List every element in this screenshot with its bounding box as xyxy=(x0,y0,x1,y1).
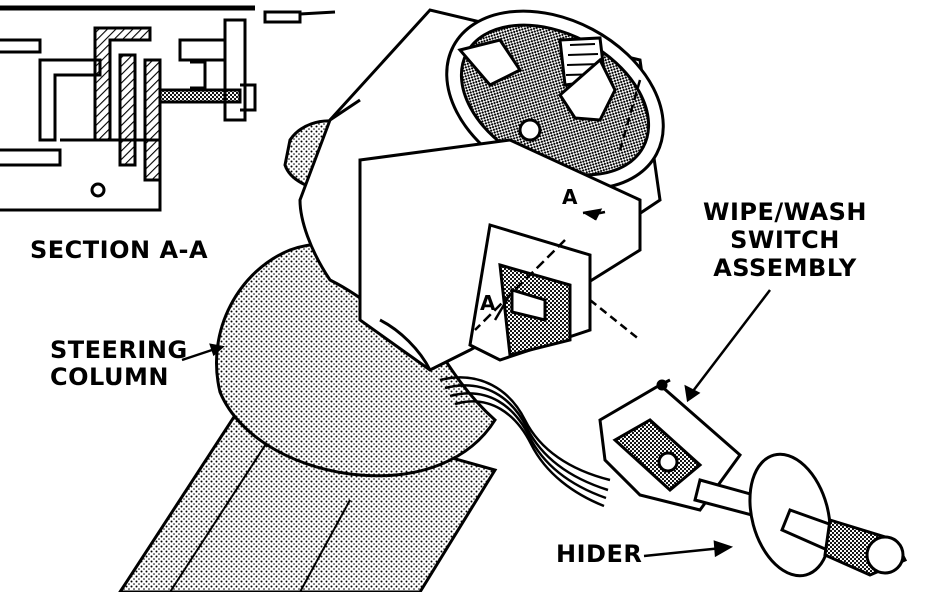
wipe-wash-label-line2: SWITCH xyxy=(730,226,840,254)
hider-and-stalk xyxy=(693,452,908,578)
steering-column-label-line1: STEERING xyxy=(50,336,188,364)
section-label: SECTION A-A xyxy=(30,236,209,264)
wipe-wash-label-line1: WIPE/WASH xyxy=(703,198,867,226)
wipe-wash-switch xyxy=(598,378,743,512)
section-lines xyxy=(474,79,642,341)
wire-harness xyxy=(439,376,611,508)
section-detail xyxy=(0,5,336,212)
steering-column-label-line2: COLUMN xyxy=(50,363,169,391)
hider-label: HIDER xyxy=(556,540,643,568)
leader-lines xyxy=(181,289,771,558)
section-mark-lower: A xyxy=(480,291,496,315)
section-mark-upper: A xyxy=(562,185,578,209)
wipe-wash-label-line3: ASSEMBLY xyxy=(713,254,857,282)
